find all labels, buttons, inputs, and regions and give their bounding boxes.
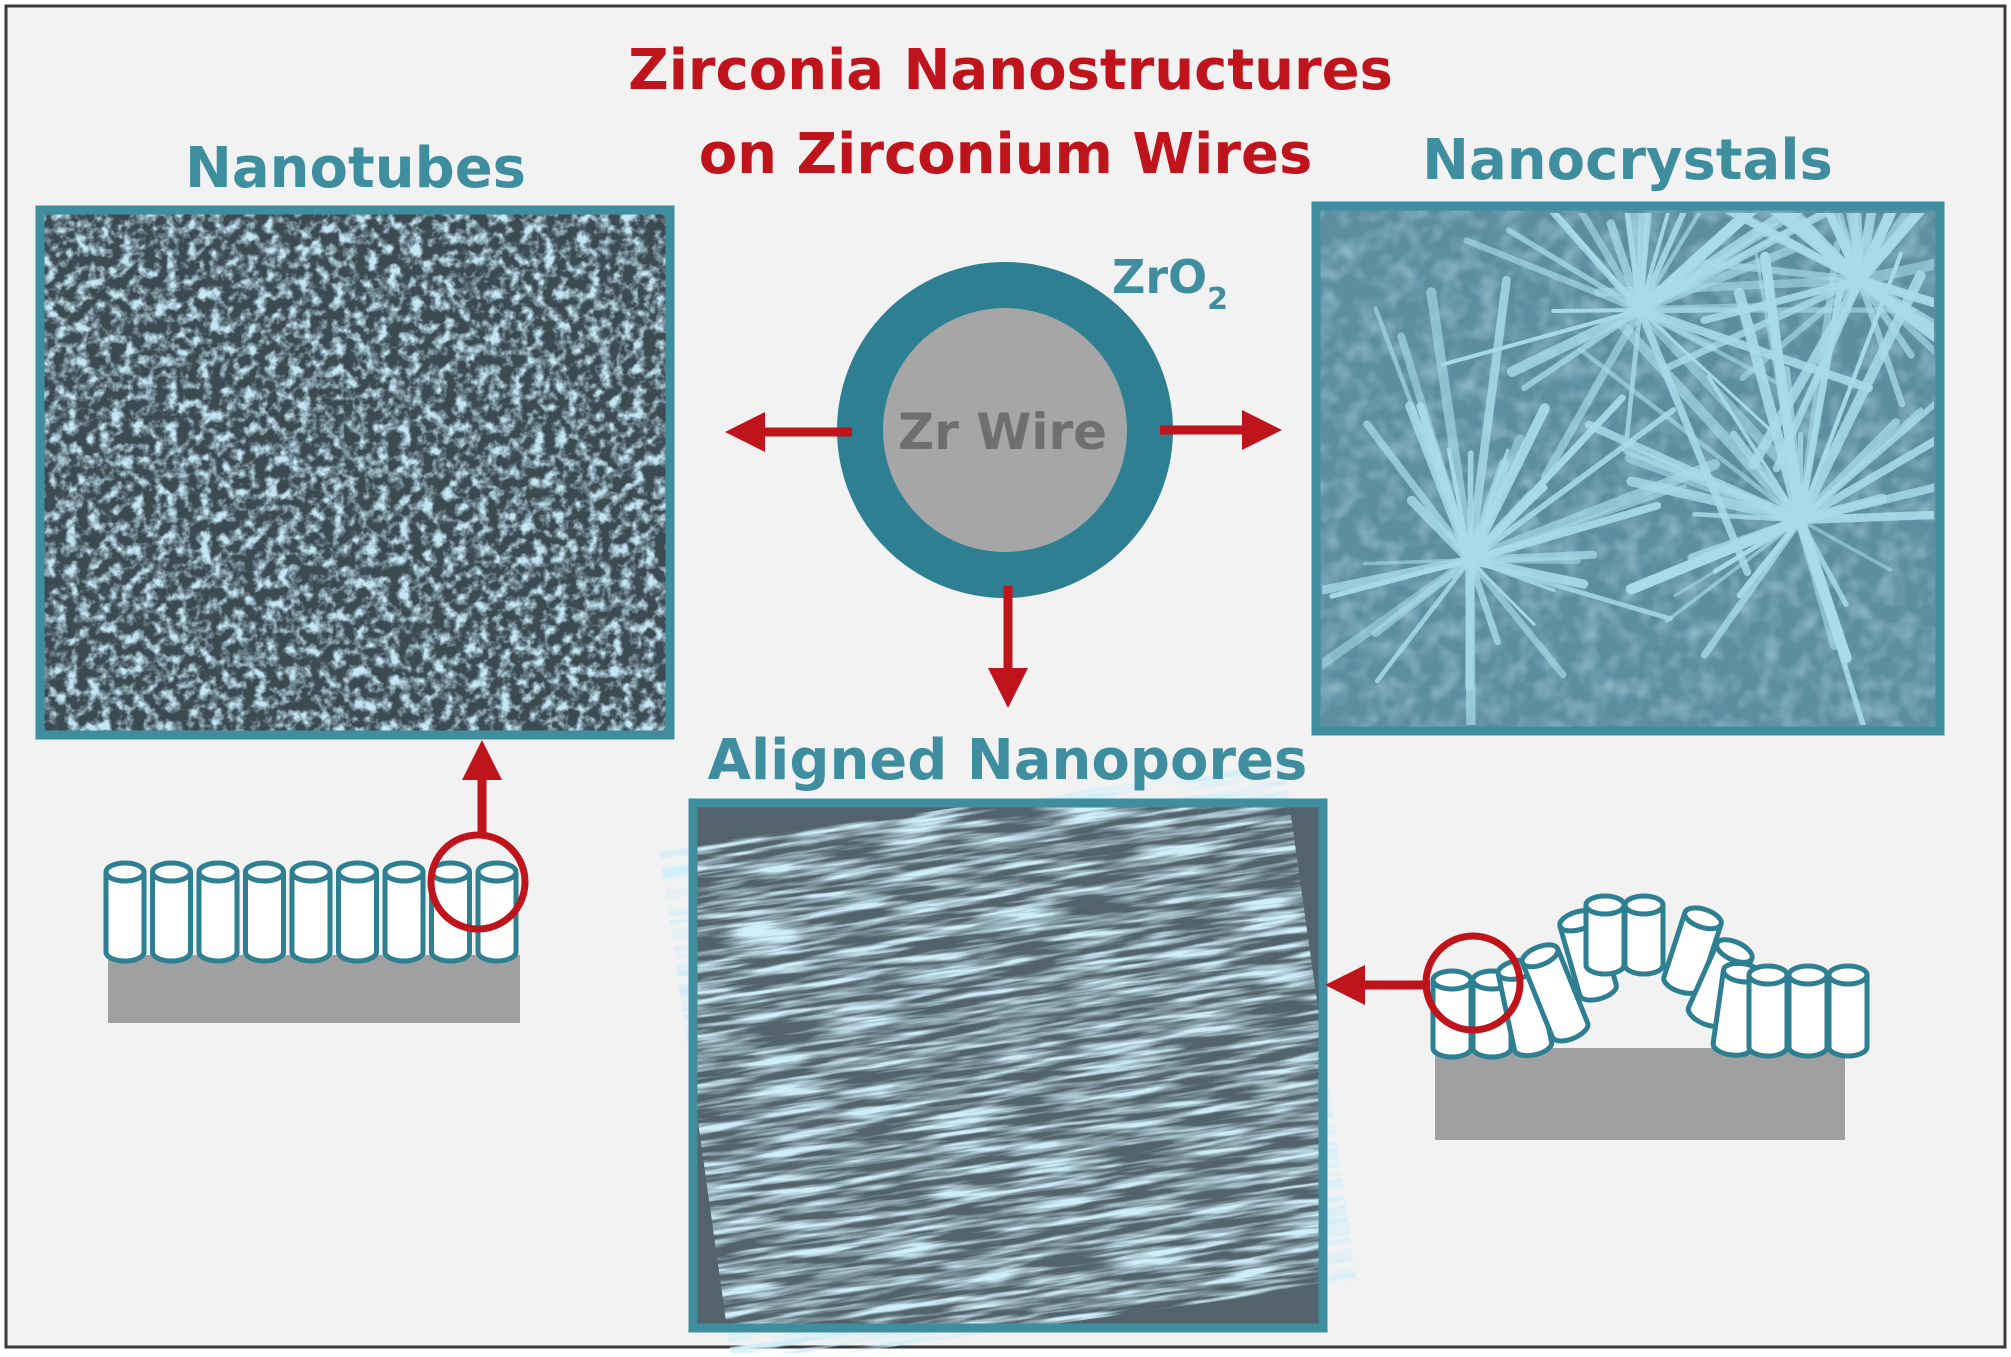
zro2-subscript: 2 bbox=[1207, 282, 1228, 317]
aligned-nanopores-sem-image bbox=[660, 762, 1357, 1353]
title-line-1: Zirconia Nanostructures bbox=[5, 38, 2011, 103]
nanotube-cylinder bbox=[385, 863, 423, 961]
nanotube-cylinder bbox=[1586, 896, 1624, 974]
nanotube-cylinder bbox=[199, 863, 237, 961]
nanotube-cylinder bbox=[292, 863, 330, 961]
nanocrystals-label: Nanocrystals bbox=[1310, 128, 1945, 193]
nanotubes-label: Nanotubes bbox=[38, 136, 673, 201]
nanotube-cylinder bbox=[432, 863, 470, 961]
nanotube-cylinder bbox=[339, 863, 377, 961]
nanotube-cylinder bbox=[106, 863, 144, 961]
nanotube-cylinder bbox=[1789, 966, 1827, 1056]
nanotube-cylinder bbox=[153, 863, 191, 961]
zro2-formula: ZrO bbox=[1112, 250, 1207, 304]
nanotubes-sem-image bbox=[40, 210, 670, 735]
nanotube-cylinder bbox=[1829, 966, 1867, 1056]
nanotube-cylinder bbox=[1625, 896, 1663, 974]
substrate-right bbox=[1435, 1048, 1845, 1140]
substrate-left bbox=[108, 955, 520, 1023]
nanotube-cylinder bbox=[1749, 966, 1787, 1056]
zro2-label: ZrO2 bbox=[1112, 250, 1228, 311]
crystal-needle bbox=[1553, 310, 1640, 311]
nanotube-cylinder bbox=[246, 863, 284, 961]
nanotube-array-schematic bbox=[106, 835, 525, 1023]
aligned-nanopores-label: Aligned Nanopores bbox=[690, 728, 1325, 793]
zr-wire-label: Zr Wire bbox=[880, 403, 1125, 461]
crystal-needle bbox=[1470, 555, 1593, 560]
